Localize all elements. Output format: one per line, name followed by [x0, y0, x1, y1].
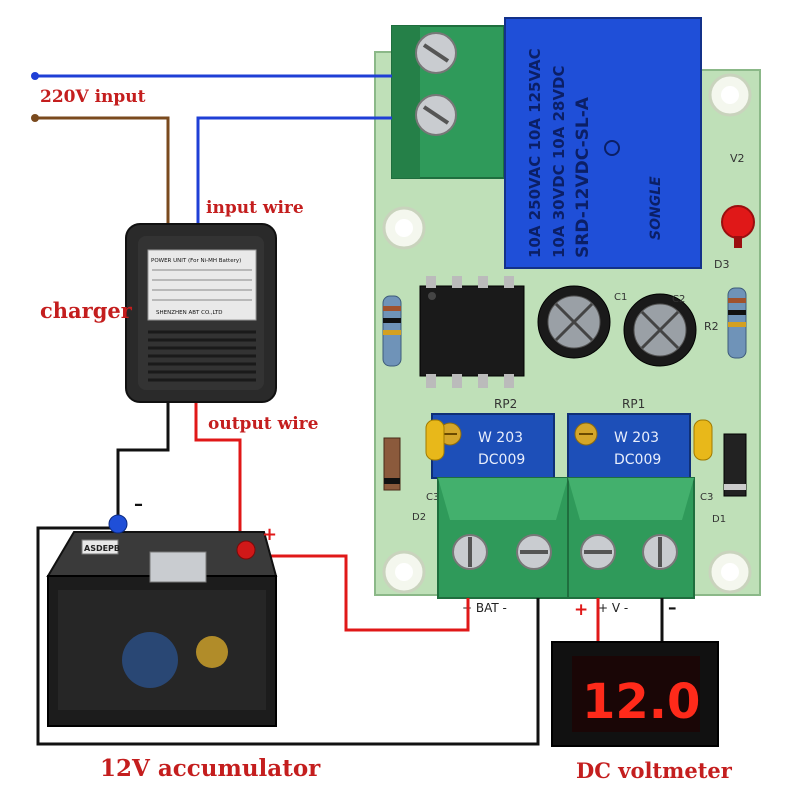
label-d2: D2	[412, 512, 426, 523]
charger-plate-maker: SHENZHEN ABT CO.,LTD	[156, 310, 222, 316]
wire-output-red	[194, 400, 242, 550]
ic-chip	[419, 276, 525, 388]
battery-logo-icon	[122, 632, 178, 688]
wire-bat-minus-black	[36, 526, 540, 746]
pot-rp1-model: DC009	[614, 452, 661, 468]
meter-plus-sign: +	[574, 600, 589, 620]
label-voltmeter: DC voltmeter	[576, 758, 732, 783]
battery-minus-sign: –	[134, 494, 143, 515]
relay-brand: SONGLE	[648, 176, 664, 240]
label-d1: D1	[712, 514, 726, 525]
relay-dot-icon	[604, 140, 620, 156]
battery-minus-terminal-icon	[108, 514, 128, 534]
mounting-hole	[708, 550, 752, 594]
voltmeter: 12.0	[551, 641, 719, 747]
relay-rating-line-2: 10A 30VDC 10A 28VDC	[550, 65, 568, 258]
label-accumulator: 12V accumulator	[100, 755, 321, 782]
diode-d2: D2 C3	[383, 437, 439, 523]
battery-brand: ASDEPB	[84, 544, 120, 553]
label-rp2: RP2	[494, 397, 517, 411]
label-220v-input: 220V input	[40, 87, 146, 107]
v-terminal-block: + V -	[567, 477, 695, 615]
pot-rp1-code: W 203	[614, 430, 659, 446]
label-charger: charger	[40, 298, 132, 323]
label-input-wire: input wire	[206, 198, 304, 218]
label-rp1: RP1	[622, 397, 645, 411]
diode-d1: D1 C3	[700, 433, 747, 525]
relay-rating-line-1: 10A 250VAC 10A 125VAC	[526, 48, 544, 258]
label-c3-left: C3	[426, 492, 439, 503]
wire-bat-plus-red	[250, 554, 470, 632]
relay-model: SRD-12VDC-SL-A	[573, 96, 593, 258]
capacitor-small-right	[693, 419, 713, 461]
mounting-hole	[382, 206, 426, 250]
pot-rp2-code: W 203	[478, 430, 523, 446]
charger-nameplate	[147, 249, 257, 321]
capacitor-c2: C2	[623, 293, 697, 367]
led-d3: D3	[714, 205, 755, 271]
mounting-hole	[382, 550, 426, 594]
capacitor-c1: C1	[537, 285, 627, 359]
wire-input-brown	[35, 116, 170, 225]
wire-input-blue-2	[196, 116, 392, 225]
charger-plate-title: POWER UNIT (For Ni-MH Battery)	[151, 258, 241, 264]
potentiometer-rp2: RP2 W 203 DC009	[431, 397, 555, 479]
relay: 10A 250VAC 10A 125VAC 10A 30VDC 10A 28VD…	[504, 17, 702, 269]
mounting-hole	[708, 73, 752, 117]
resistor-r2: R2	[704, 287, 747, 359]
label-c3-right: C3	[700, 492, 713, 503]
label-bat: + BAT -	[462, 601, 507, 615]
label-c1: C1	[614, 292, 627, 303]
battery-plus-sign: +	[262, 524, 278, 545]
battery-badge-icon	[196, 636, 228, 668]
charger-vent	[148, 330, 256, 382]
charger: POWER UNIT (For Ni-MH Battery) SHENZHEN …	[125, 223, 277, 403]
battery: ASDEPB	[46, 514, 278, 727]
input-terminal-block	[391, 25, 505, 179]
label-c2: C2	[672, 294, 685, 305]
wire-output-black	[116, 400, 170, 520]
capacitor-small-left	[425, 419, 445, 461]
label-output-wire: output wire	[208, 414, 319, 434]
bat-terminal-block: + BAT -	[437, 477, 569, 615]
label-v: + V -	[598, 601, 628, 615]
potentiometer-rp1: RP1 W 203 DC009	[567, 397, 691, 479]
label-r2: R2	[704, 320, 719, 333]
resistor-left	[382, 295, 402, 367]
voltmeter-reading: 12.0	[582, 674, 700, 730]
wires	[31, 72, 664, 746]
label-d3: D3	[714, 258, 729, 271]
pot-rp2-model: DC009	[478, 452, 525, 468]
meter-minus-sign: –	[668, 598, 677, 618]
battery-plus-terminal-icon	[236, 540, 256, 560]
label-v2: V2	[730, 152, 745, 165]
